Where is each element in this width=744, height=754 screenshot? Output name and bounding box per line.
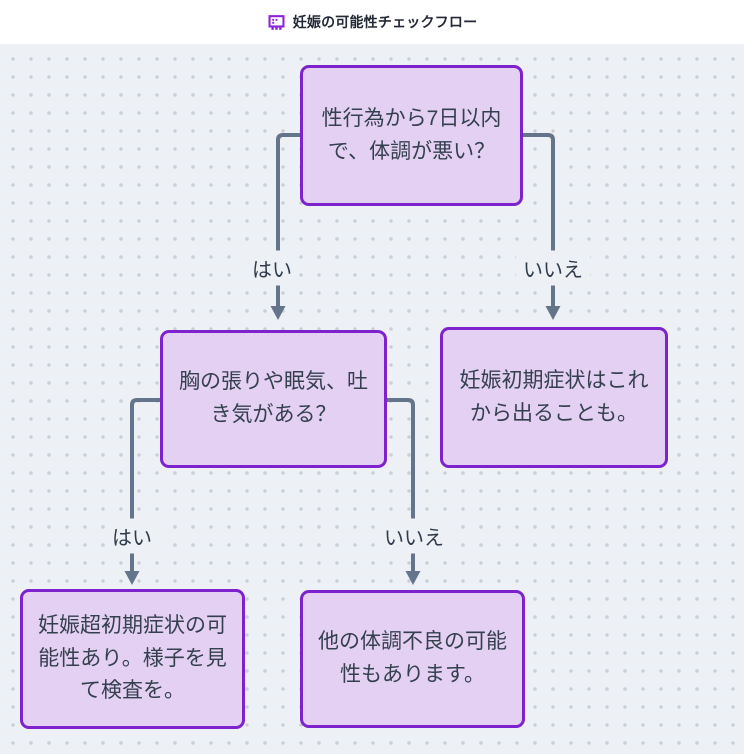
edge-a-to-c-arrowhead — [545, 306, 561, 320]
edge-label-yes-1: はい — [245, 250, 299, 286]
node-text: 胸の張りや眠気、吐き気がある？ — [179, 370, 368, 426]
edge-b-to-d-arrowhead — [124, 571, 140, 585]
diagram-title: 妊娠の可能性チェックフロー — [292, 14, 478, 30]
edge-a-to-c-line — [521, 133, 555, 308]
flowchart-node-result-other-cause: 他の体調不良の可能性もあります。 — [300, 590, 525, 728]
flowchart-canvas: 性行為から7日以内で、体調が悪い？ 胸の張りや眠気、吐き気がある？ 妊娠初期症状… — [0, 44, 744, 754]
flowchart-node-question-2: 胸の張りや眠気、吐き気がある？ — [160, 330, 387, 468]
edge-b-to-e-line — [385, 398, 415, 573]
flowchart-edges — [124, 133, 561, 585]
flowchart-node-result-early-symptoms-later: 妊娠初期症状はこれから出ることも。 — [440, 327, 668, 468]
flowchart-node-result-possible-pregnancy: 妊娠超初期症状の可能性あり。様子を見て検査を。 — [20, 589, 245, 729]
node-text: 妊娠初期症状はこれから出ることも。 — [459, 368, 649, 425]
edge-a-to-b-line — [276, 133, 302, 308]
edge-b-to-e-arrowhead — [405, 571, 421, 585]
node-text: 性行為から7日以内で、体調が悪い？ — [321, 106, 502, 163]
edge-label-no-1: いいえ — [516, 250, 590, 286]
edge-a-to-b-arrowhead — [270, 306, 286, 320]
node-text: 他の体調不良の可能性もあります。 — [318, 630, 507, 686]
edge-label-no-2: いいえ — [377, 518, 451, 554]
projector-screen-icon — [268, 14, 285, 30]
flowchart-node-question-1: 性行為から7日以内で、体調が悪い？ — [300, 65, 523, 206]
edge-label-yes-2: はい — [105, 518, 159, 554]
node-text: 妊娠超初期症状の可能性あり。様子を見て検査を。 — [38, 614, 227, 703]
edge-b-to-d-line — [130, 398, 162, 573]
diagram-title-bar: 妊娠の可能性チェックフロー — [0, 0, 744, 44]
